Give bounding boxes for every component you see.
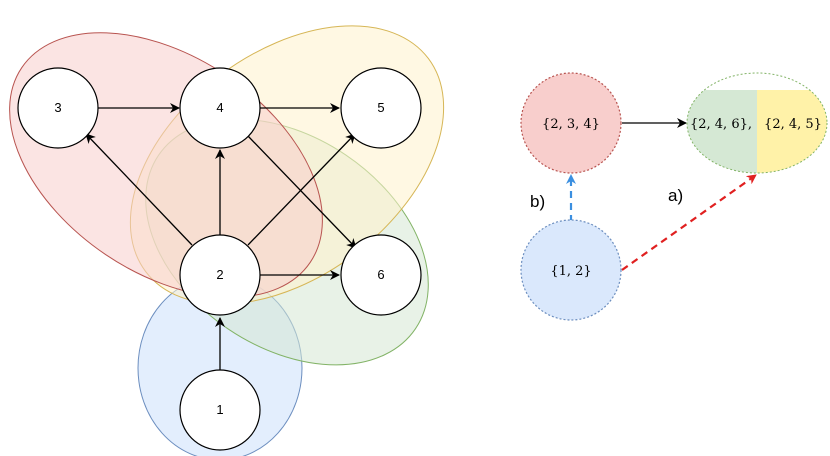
node-3-label: 3: [54, 100, 61, 115]
label-a: a): [668, 186, 683, 205]
node-5: 5: [340, 67, 422, 149]
edge-2-3: [85, 133, 193, 246]
node-4-label: 4: [216, 100, 223, 115]
node-1-label: 1: [216, 402, 223, 417]
set-diagram: {2, 3, 4} {1, 2} {2, 4, 6}, {2, 4, 5} b)…: [520, 72, 828, 321]
node-4: 4: [179, 67, 261, 149]
set-246-label: {2, 4, 6},: [690, 117, 752, 132]
graph-edges: [85, 103, 357, 370]
set-node-234: {2, 3, 4}: [520, 72, 622, 174]
node-3: 3: [17, 67, 99, 149]
set-node-merged: {2, 4, 6}, {2, 4, 5}: [686, 72, 828, 174]
node-6-label: 6: [377, 267, 384, 282]
node-1: 1: [179, 369, 261, 451]
node-2-label: 2: [216, 267, 223, 282]
set-node-12: {1, 2}: [520, 219, 622, 321]
edge-2-5: [247, 133, 356, 246]
graph-nodes: 3 4 5 2 6 1: [17, 67, 422, 451]
set-245-label: {2, 4, 5}: [764, 117, 822, 132]
set-234-label: {2, 3, 4}: [542, 117, 600, 132]
edge-4-6: [247, 135, 357, 249]
node-5-label: 5: [377, 100, 384, 115]
arrow-a-red-dashed: [621, 174, 757, 271]
set-12-label: {1, 2}: [550, 264, 591, 279]
node-2: 2: [179, 234, 261, 316]
node-6: 6: [340, 234, 422, 316]
label-b: b): [530, 192, 545, 211]
